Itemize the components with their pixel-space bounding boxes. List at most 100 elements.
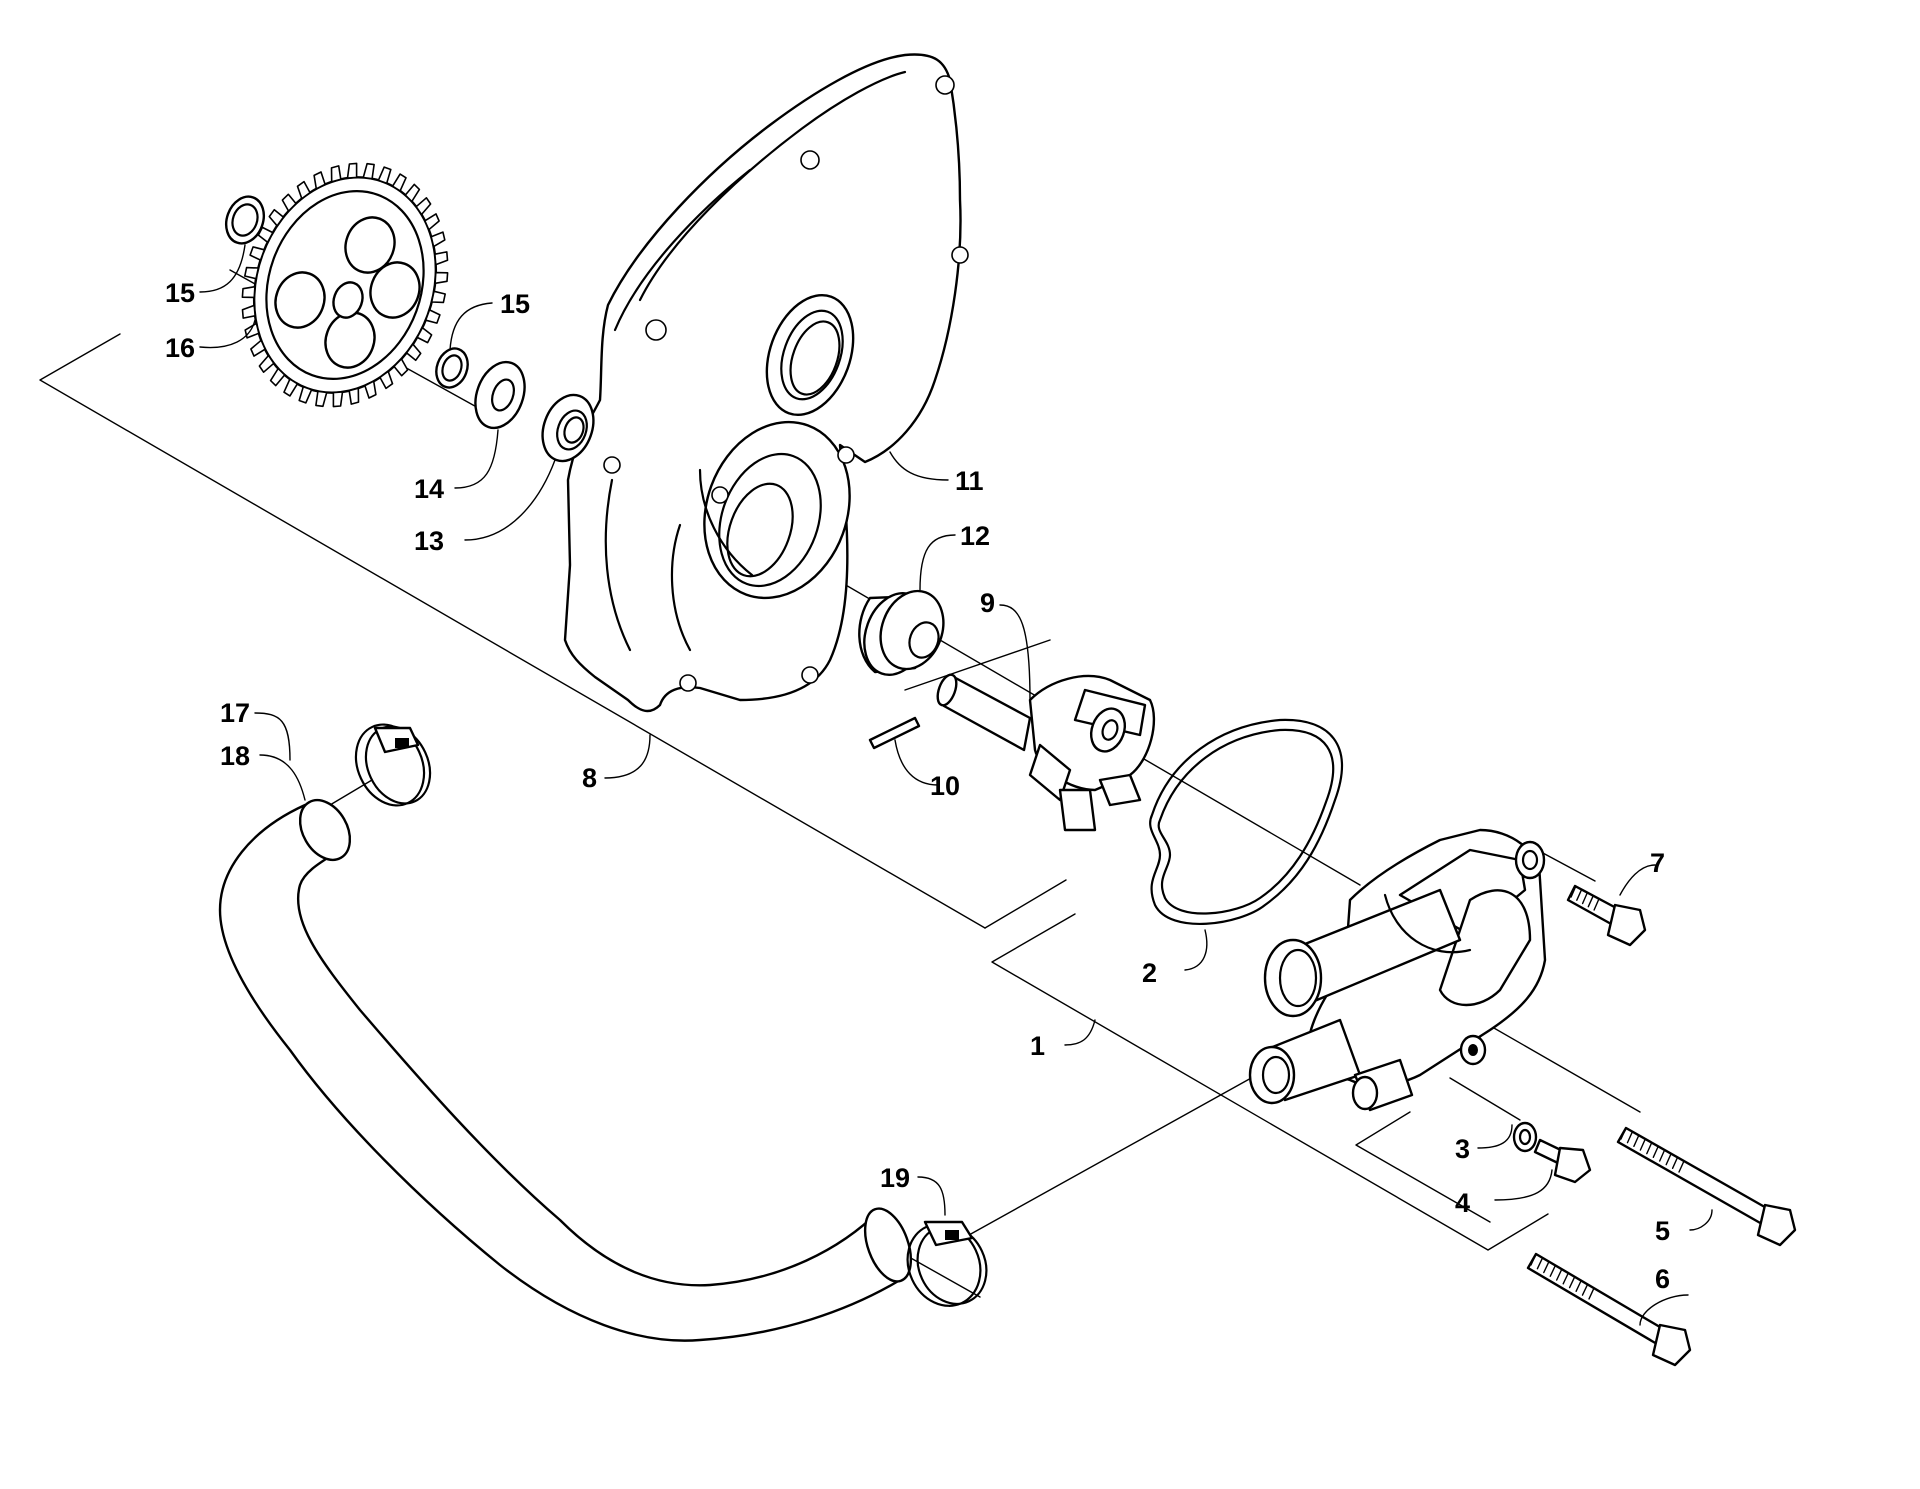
gear-tooth [434, 271, 449, 285]
coolant-hose-18 [218, 798, 913, 1342]
gear-tooth [281, 193, 297, 212]
callout-17: 17 [220, 698, 250, 728]
bolt-thread [1581, 1283, 1589, 1296]
gear-tooth [430, 290, 447, 304]
gear-tooth [250, 339, 266, 357]
bolt-thread [1665, 1152, 1672, 1166]
bracket-part-8 [39, 333, 1067, 929]
hose-clamp-17 [354, 723, 432, 807]
callout-18: 18 [220, 741, 250, 771]
bolt-thread [1570, 885, 1577, 898]
gear-tooth [424, 309, 441, 324]
callout-10: 10 [930, 771, 960, 801]
gear-tooth [283, 378, 299, 397]
callout-7: 7 [1650, 848, 1665, 878]
gear-tooth [332, 391, 344, 408]
gear-tooth [434, 251, 449, 266]
leader-lines [199, 244, 1713, 1326]
bolt-thread [1593, 898, 1600, 911]
callout-19: 19 [880, 1163, 910, 1193]
bolt-7 [1566, 884, 1647, 947]
callout-13: 13 [414, 526, 444, 556]
callout-9: 9 [980, 588, 995, 618]
gear-tooth [244, 266, 260, 280]
gear-tooth [244, 322, 260, 339]
bolt-thread [1530, 1253, 1537, 1266]
bolt-thread [1652, 1145, 1659, 1159]
callout-5: 5 [1655, 1216, 1670, 1246]
o-ring-2 [1149, 718, 1343, 925]
bolt-thread [1588, 1287, 1595, 1300]
bracket-part-1 [991, 913, 1549, 1251]
bolt-thread [1678, 1160, 1685, 1173]
engine-cover [563, 53, 969, 713]
callout-6: 6 [1655, 1264, 1670, 1294]
gear-tooth [249, 246, 266, 261]
washer-14 [474, 360, 526, 430]
gear-tooth [269, 367, 286, 387]
bolt-6 [1526, 1252, 1692, 1367]
gear-tooth [391, 173, 407, 192]
bolt-thread [1576, 888, 1583, 901]
gear-tooth [404, 183, 421, 203]
gear-tooth [315, 390, 328, 408]
hose-clamp-19 [906, 1220, 988, 1307]
callout-2: 2 [1142, 958, 1157, 988]
callout-8: 8 [582, 763, 597, 793]
callout-4: 4 [1455, 1188, 1470, 1218]
callout-15-lower: 15 [500, 289, 530, 319]
bolt-4 [1533, 1138, 1592, 1184]
bolt-thread [1671, 1156, 1679, 1170]
bolt-thread [1536, 1257, 1544, 1270]
bolt-thread [1633, 1134, 1640, 1148]
callout-labels: 1 2 3 4 5 6 7 8 9 10 11 12 13 14 15 15 1… [165, 278, 1670, 1294]
gear-tooth [379, 370, 394, 390]
bolt-thread [1575, 1279, 1582, 1293]
callout-1: 1 [1030, 1031, 1045, 1061]
gear-tooth [296, 180, 311, 200]
bolt-thread [1658, 1149, 1666, 1162]
water-pump-housing [1248, 828, 1547, 1112]
gear-tooth [268, 208, 285, 227]
callout-12: 12 [960, 521, 990, 551]
gear-tooth [405, 343, 422, 362]
bolt-thread [1555, 1268, 1563, 1281]
bolt-thread [1639, 1138, 1647, 1151]
gear-tooth [424, 213, 440, 231]
callout-14: 14 [414, 474, 444, 504]
gear-tooth [346, 162, 358, 179]
gear-tooth [362, 162, 375, 180]
gear-tooth [330, 165, 342, 183]
gear-tooth [416, 326, 433, 344]
gear-tooth [377, 166, 392, 185]
bolt-thread [1581, 891, 1589, 905]
gear-tooth [348, 387, 360, 405]
seal-13 [541, 393, 595, 463]
gear-tooth [241, 285, 256, 299]
bolt-thread [1549, 1264, 1557, 1277]
gear-tooth [241, 304, 256, 319]
gear-tooth [313, 171, 326, 190]
bolt-thread [1587, 895, 1594, 908]
callout-16: 16 [165, 333, 195, 363]
gear-tooth [393, 358, 409, 377]
bolt-thread [1562, 1272, 1570, 1285]
bolt-thread [1568, 1276, 1576, 1289]
callout-3: 3 [1455, 1134, 1470, 1164]
bolt-thread [1626, 1130, 1634, 1144]
bolt-thread [1646, 1141, 1653, 1155]
washer-3 [1512, 1121, 1538, 1153]
bolt-5 [1616, 1126, 1797, 1247]
drive-gear [241, 162, 449, 408]
circlip-15-upper [224, 195, 266, 245]
gear-tooth [430, 231, 446, 248]
bolt-thread [1543, 1260, 1550, 1274]
gear-tooth [415, 197, 432, 216]
callout-11: 11 [955, 466, 984, 496]
mechanical-seal-12 [858, 589, 945, 676]
gear-tooth [298, 385, 313, 404]
circlip-15-lower [435, 347, 469, 389]
bolt-thread [1620, 1127, 1627, 1140]
gear-tooth [258, 354, 275, 374]
